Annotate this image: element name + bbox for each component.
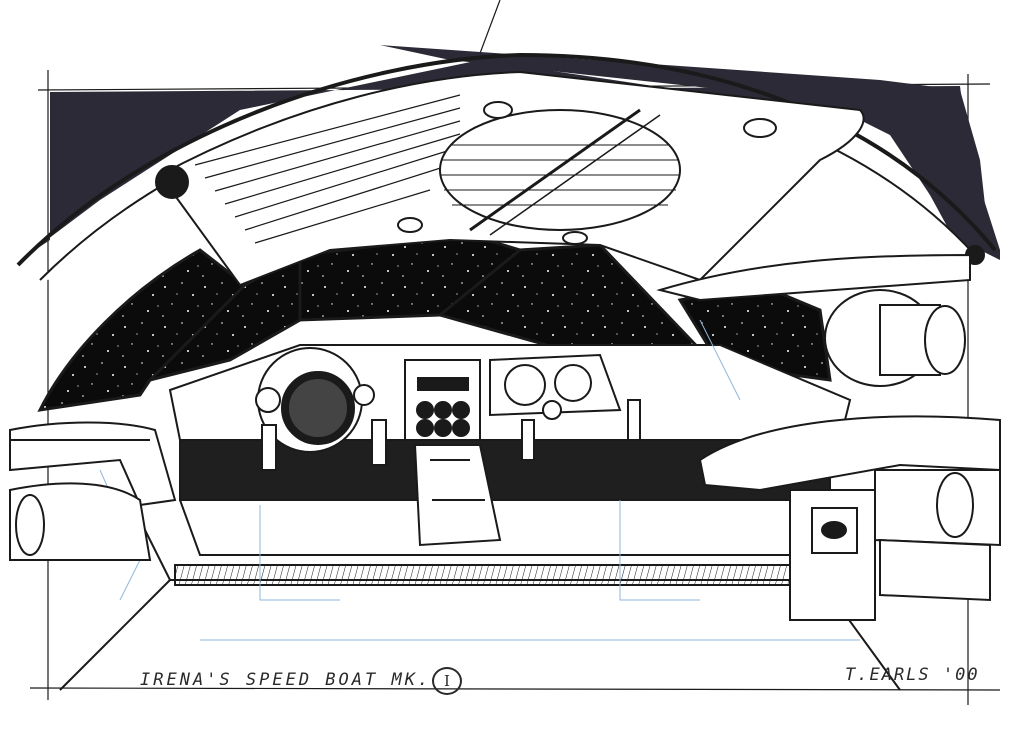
marker-background xyxy=(20,45,1000,260)
artist-signature: T.EARLS '00 xyxy=(845,665,980,685)
sunshade-panel xyxy=(656,253,971,302)
space-windows xyxy=(37,233,832,412)
center-column xyxy=(413,444,502,547)
right-pipes xyxy=(698,415,1001,621)
dashboard xyxy=(168,344,852,501)
left-pipes xyxy=(9,421,177,561)
ceiling-panel xyxy=(155,70,985,287)
mark-number-badge: I xyxy=(432,667,462,695)
engine-pod xyxy=(824,289,966,387)
canopy-arc xyxy=(16,52,997,267)
drawing-title: IRENA'S SPEED BOAT MK. xyxy=(140,670,432,690)
